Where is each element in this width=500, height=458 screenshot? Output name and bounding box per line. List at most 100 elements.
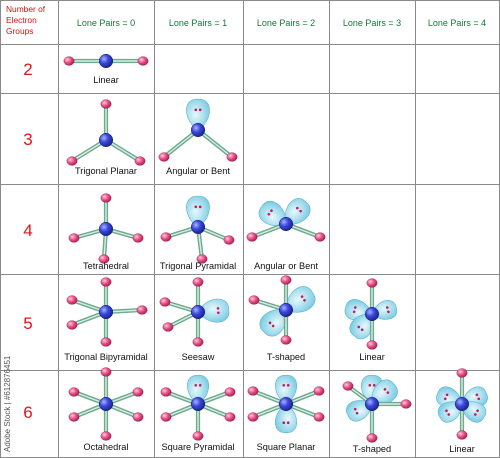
shape-label-angular-or-bent: Angular or Bent [254, 261, 318, 271]
bonded-atom [248, 295, 260, 305]
bonded-atom [192, 337, 204, 347]
shape-label-linear: Linear [449, 444, 475, 454]
central-atom [190, 122, 206, 138]
molecule-tetrahedral [68, 193, 144, 264]
column-header-lone-pairs-2: Lone Pairs = 2 [257, 18, 315, 28]
molecule-trigonal-bipyramidal [66, 277, 148, 347]
bonded-atom [366, 433, 378, 443]
bonded-atom [280, 275, 292, 285]
bond-highlight [197, 129, 233, 158]
shape-label-angular-or-bent: Angular or Bent [166, 166, 230, 176]
lone-pair [186, 375, 210, 405]
group-number-2: 2 [23, 60, 32, 79]
group-number-6: 6 [23, 403, 32, 422]
central-atom [98, 396, 114, 412]
bonded-atom [192, 277, 204, 287]
molecule-linear [63, 53, 149, 69]
bonded-atom [132, 387, 144, 397]
bonded-atom [100, 193, 112, 203]
central-atom [190, 219, 206, 235]
bonded-atom [313, 412, 325, 422]
central-atom [454, 396, 470, 412]
corner-label-line-3: Groups [6, 26, 33, 36]
bonded-atom [134, 156, 146, 166]
central-atom [98, 132, 114, 148]
molecule-trigonal-pyramidal [160, 195, 235, 264]
corner-label-line-1: Number of [6, 4, 46, 14]
bonded-atom [160, 387, 172, 397]
bonded-atom [66, 295, 78, 305]
shape-label-square-planar: Square Planar [257, 442, 316, 452]
bonded-atom [158, 152, 170, 162]
shape-label-t-shaped: T-shaped [267, 352, 305, 362]
bonded-atom [159, 297, 171, 307]
molecule-drawings [63, 53, 488, 443]
shape-label-linear: Linear [359, 352, 385, 362]
molecule-square-pyramidal [160, 375, 236, 441]
group-numbers: 2 3 4 5 6 [23, 60, 32, 422]
bonded-atom [100, 367, 112, 377]
stock-watermark: Adobe Stock | #612876451 [3, 355, 12, 452]
central-atom [364, 396, 380, 412]
bonded-atom [132, 412, 144, 422]
bonded-atom [313, 386, 325, 396]
bonded-atom [247, 412, 259, 422]
bonded-atom [224, 387, 236, 397]
molecule-square-planar [247, 375, 325, 433]
lone-pair [259, 309, 287, 337]
bonded-atom [456, 430, 468, 440]
central-atom [98, 304, 114, 320]
lone-pair [258, 200, 287, 226]
bonded-atom [456, 368, 468, 378]
bonded-atom [226, 152, 238, 162]
bonded-atom [162, 322, 174, 332]
group-number-5: 5 [23, 314, 32, 333]
bonded-atom [192, 431, 204, 441]
bonded-atom [366, 278, 378, 288]
bonded-atom [66, 320, 78, 330]
shape-label-square-pyramidal: Square Pyramidal [161, 442, 234, 452]
central-atom [190, 396, 206, 412]
molecule-seesaw [159, 277, 230, 347]
bonded-atom [100, 99, 112, 109]
central-atom [98, 53, 114, 69]
bonded-atom [247, 386, 259, 396]
molecule-octahedral [68, 367, 144, 441]
bonded-atom [196, 254, 208, 264]
central-atom [190, 304, 206, 320]
bonded-atom [68, 412, 80, 422]
lone-pair [284, 198, 311, 225]
lone-pair [186, 195, 210, 228]
shape-label-trigonal-pyramidal: Trigonal Pyramidal [160, 261, 236, 271]
lone-pair [285, 286, 316, 313]
shape-label-trigonal-planar: Trigonal Planar [75, 166, 137, 176]
shape-label-octahedral: Octahedral [84, 442, 129, 452]
bonded-atom [160, 232, 172, 242]
central-atom [278, 396, 294, 412]
corner-label-line-2: Electron [6, 15, 37, 25]
bonded-atom [223, 235, 235, 245]
bonded-atom [224, 412, 236, 422]
lone-pair [186, 98, 210, 131]
column-header-lone-pairs-4: Lone Pairs = 4 [428, 18, 486, 28]
bonded-atom [100, 431, 112, 441]
bonded-atom [342, 381, 354, 391]
bonded-atom [280, 335, 292, 345]
bond-highlight [163, 129, 199, 158]
central-atom [98, 221, 114, 237]
central-atom [278, 302, 294, 318]
central-atom [278, 216, 294, 232]
column-header-lone-pairs-0: Lone Pairs = 0 [77, 18, 135, 28]
molecule-angular-or-bent [158, 98, 238, 162]
bonded-atom [100, 277, 112, 287]
shape-label-seesaw: Seesaw [182, 352, 215, 362]
shape-label-trigonal-bipyramidal: Trigonal Bipyramidal [64, 352, 147, 362]
column-header-lone-pairs-3: Lone Pairs = 3 [343, 18, 401, 28]
shape-labels: Linear Trigonal Planar Angular or Bent T… [64, 75, 474, 454]
molecule-angular-or-bent-4 [246, 198, 326, 242]
bonded-atom [137, 56, 149, 66]
molecule-trigonal-planar [66, 99, 146, 166]
bonded-atom [366, 340, 378, 350]
bonded-atom [63, 56, 75, 66]
central-atom [364, 306, 380, 322]
